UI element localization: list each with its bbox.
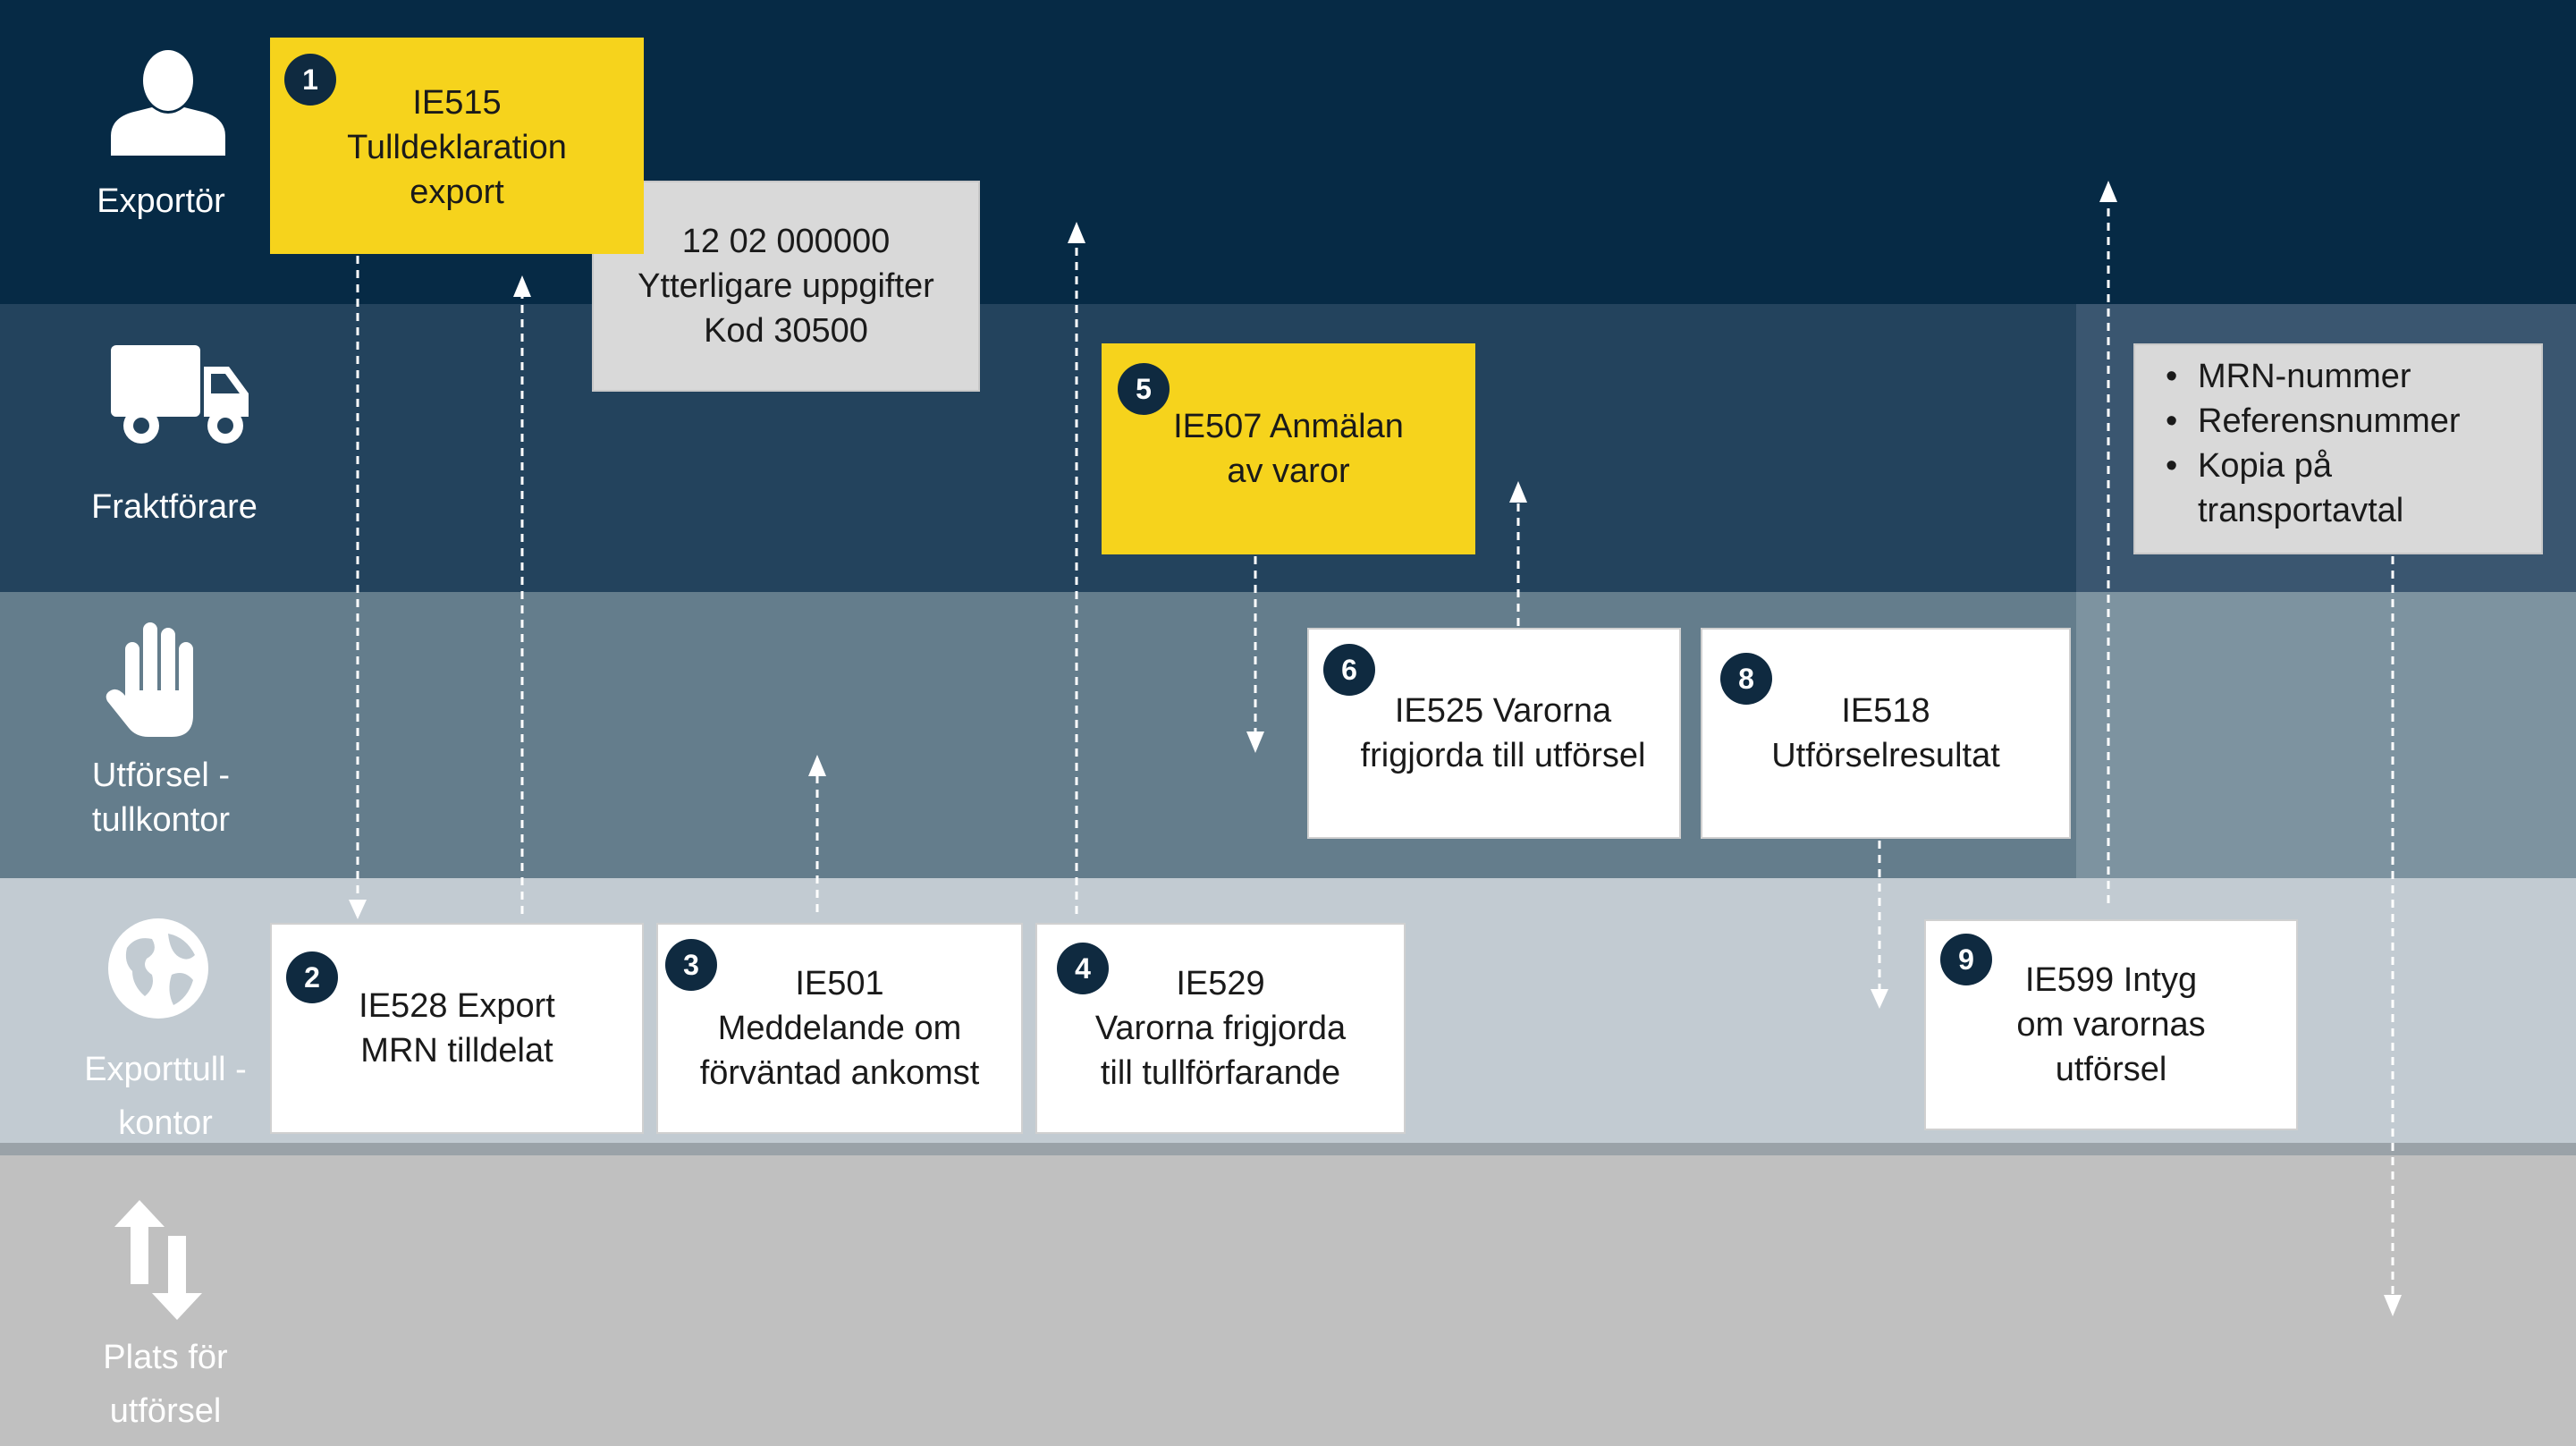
step-line: till tullförfarande <box>1100 1054 1341 1092</box>
bullet-item: Referensnummer <box>2146 399 2530 444</box>
step-badge-1: 1 <box>284 54 336 106</box>
step-line: MRN tilldelat <box>360 1032 553 1070</box>
lane-label-line: Utförsel - <box>91 757 231 794</box>
step-badge-5: 5 <box>1118 363 1170 415</box>
step-badge-9: 9 <box>1940 934 1992 985</box>
lane-label-exportor: Exportör <box>54 179 268 224</box>
lane-utforsel-edge <box>2076 592 2576 878</box>
step-line: IE599 Intyg <box>2024 961 2198 999</box>
step-line: Meddelande om <box>717 1010 962 1047</box>
lane-label-exporttull: Exporttull - kontor <box>54 1043 277 1150</box>
truck-icon <box>111 345 249 444</box>
hand-icon <box>106 622 193 737</box>
lane-label-line: kontor <box>118 1104 213 1142</box>
bullet-item: Kopia på transportavtal <box>2146 444 2530 533</box>
step-line: IE507 Anmälan <box>1173 408 1404 445</box>
lane-label-line: Exportör <box>97 182 225 220</box>
step-line: frigjorda till utförsel <box>1360 737 1646 774</box>
person-icon <box>111 50 225 156</box>
step-badge-6: 6 <box>1323 644 1375 696</box>
step-box-3: IE501 Meddelande om förväntad ankomst <box>656 923 1023 1134</box>
lane-label-plats: Plats för utförsel <box>54 1331 277 1438</box>
lane-label-line: Plats för <box>103 1339 228 1376</box>
step-line: Tulldeklaration <box>347 129 567 166</box>
lane-label-line: tullkontor <box>91 801 231 839</box>
code-note-line: Ytterligare uppgifter <box>638 267 934 305</box>
step-line: IE529 <box>1176 965 1265 1002</box>
step-line: förväntad ankomst <box>699 1054 980 1092</box>
step-line: IE515 <box>412 84 502 122</box>
lane-label-fraktforare: Fraktförare <box>54 485 295 529</box>
lane-label-line: utförsel <box>109 1392 222 1430</box>
step-badge-3: 3 <box>665 939 717 991</box>
step-line: IE528 Export <box>359 987 555 1025</box>
lane-label-line: Exporttull - <box>84 1051 247 1088</box>
bullet-note-list: MRN-nummer Referensnummer Kopia på trans… <box>2146 354 2530 533</box>
globe-icon <box>108 918 208 1019</box>
step-line: IE518 <box>1841 692 1930 730</box>
step-line: Varorna frigjorda <box>1094 1010 1347 1047</box>
step-badge-2: 2 <box>286 951 338 1003</box>
step-line: IE525 Varorna <box>1394 692 1612 730</box>
step-box-2: IE528 Export MRN tilldelat <box>270 923 644 1134</box>
lane-label-utforsel: Utförsel - tullkontor <box>54 753 268 842</box>
step-line: om varornas <box>2016 1006 2206 1044</box>
step-line: utförsel <box>2055 1051 2167 1088</box>
lane-plats <box>0 1154 2576 1446</box>
step-line: IE501 <box>795 965 884 1002</box>
code-note-line: 12 02 000000 <box>681 223 891 260</box>
step-line: export <box>410 173 504 211</box>
step-badge-8: 8 <box>1720 653 1772 705</box>
code-note-box: 12 02 000000 Ytterligare uppgifter Kod 3… <box>592 181 980 392</box>
bullet-item: MRN-nummer <box>2146 354 2530 399</box>
code-note-line: Kod 30500 <box>704 312 868 350</box>
lane-label-line: Fraktförare <box>91 488 258 526</box>
lane-divider <box>0 1143 2576 1155</box>
step-badge-4: 4 <box>1057 943 1109 994</box>
arrows-updown-icon <box>114 1200 202 1320</box>
step-line: Utförselresultat <box>1771 737 2000 774</box>
step-line: av varor <box>1227 452 1350 490</box>
